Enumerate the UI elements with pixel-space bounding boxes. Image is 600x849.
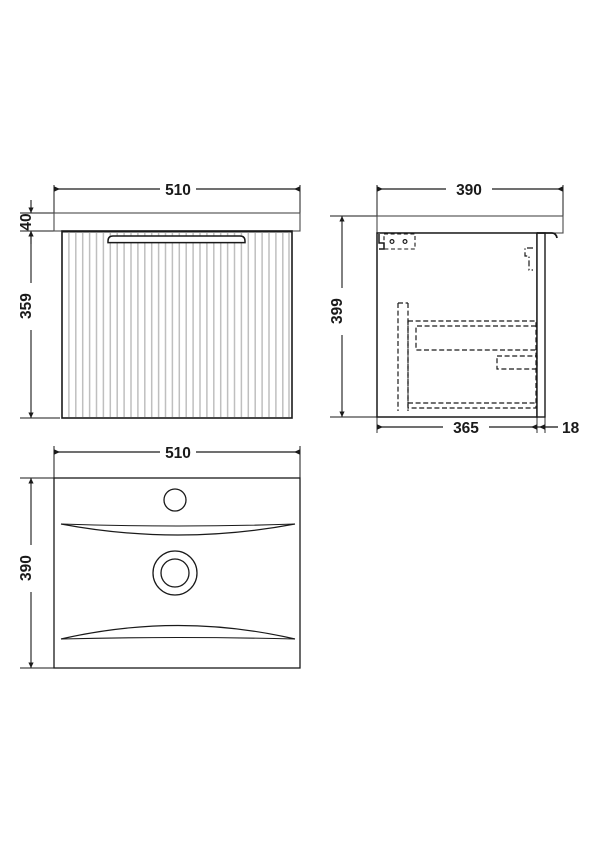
arrow-plandepth-top: [28, 478, 34, 484]
plan-depth-label: 390: [18, 555, 35, 581]
arrow-depth-left: [377, 186, 383, 192]
plan-depth-dimension: 390: [18, 477, 54, 669]
arrow-365-right: [531, 424, 537, 430]
front-elevation-view: 510 40 359: [18, 182, 301, 419]
worktop-thickness-label: 40: [18, 213, 35, 230]
front-width-label: 510: [165, 182, 191, 199]
front-height-dimension: 359: [18, 231, 60, 419]
bracket-screw-hole-2: [402, 239, 408, 245]
basin-plan-view: 510 390: [18, 445, 301, 669]
wall-mounting-bracket: [378, 233, 416, 250]
bracket-screw-hole-1: [389, 239, 395, 245]
recessed-finger-pull-handle: [107, 235, 246, 244]
carcass-depth-label: 365: [453, 420, 479, 437]
rear-panel-18mm: [536, 232, 546, 418]
panel-thickness-dimension: 18: [537, 417, 580, 437]
worktop-slab: [53, 212, 301, 232]
arrow-height-bottom: [28, 412, 34, 418]
waste-outlet: [152, 550, 198, 596]
front-width-dimension: 510: [53, 182, 301, 231]
arrow-worktop-top: [28, 207, 34, 213]
arrow-depth-right: [557, 186, 563, 192]
arrow-planwidth-left: [54, 449, 60, 455]
carcass-side-body: [376, 232, 538, 418]
rear-fixing-detail: [524, 247, 533, 271]
arrow-sideheight-top: [339, 216, 345, 222]
waste-inner-ring: [160, 558, 190, 588]
arrow-planwidth-right: [294, 449, 300, 455]
side-depth-label: 390: [456, 182, 482, 199]
drawer-box-outline: [407, 320, 537, 409]
carcass-depth-dimension: 365: [376, 417, 538, 437]
side-depth-dimension: 390: [376, 182, 564, 216]
soft-close-mechanism: [496, 355, 538, 370]
side-section-view: 390 399: [329, 182, 580, 437]
bracket-hidden-outline: [383, 233, 416, 250]
tap-hole: [163, 488, 187, 512]
basin-rear-curve: [60, 523, 296, 536]
arrow-365-left: [377, 424, 383, 430]
drawer-runner-upper: [415, 325, 536, 351]
arrow-plandepth-bottom: [28, 662, 34, 668]
worktop-side-profile: [376, 215, 564, 234]
plan-width-label: 510: [165, 445, 191, 462]
plan-width-dimension: 510: [53, 445, 301, 478]
panel-thickness-label: 18: [562, 420, 580, 437]
front-height-label: 359: [18, 293, 35, 319]
rear-panel-top-lip: [537, 232, 558, 239]
arrow-right: [294, 186, 300, 192]
side-height-dimension: 399: [329, 215, 377, 418]
arrow-18: [539, 424, 545, 430]
side-height-label: 399: [329, 298, 346, 324]
basin-front-curve: [60, 624, 296, 640]
arrow-sideheight-bottom: [339, 411, 345, 417]
arrow-height-top: [28, 231, 34, 237]
arrow-left: [54, 186, 60, 192]
flute-lines: [68, 233, 290, 417]
